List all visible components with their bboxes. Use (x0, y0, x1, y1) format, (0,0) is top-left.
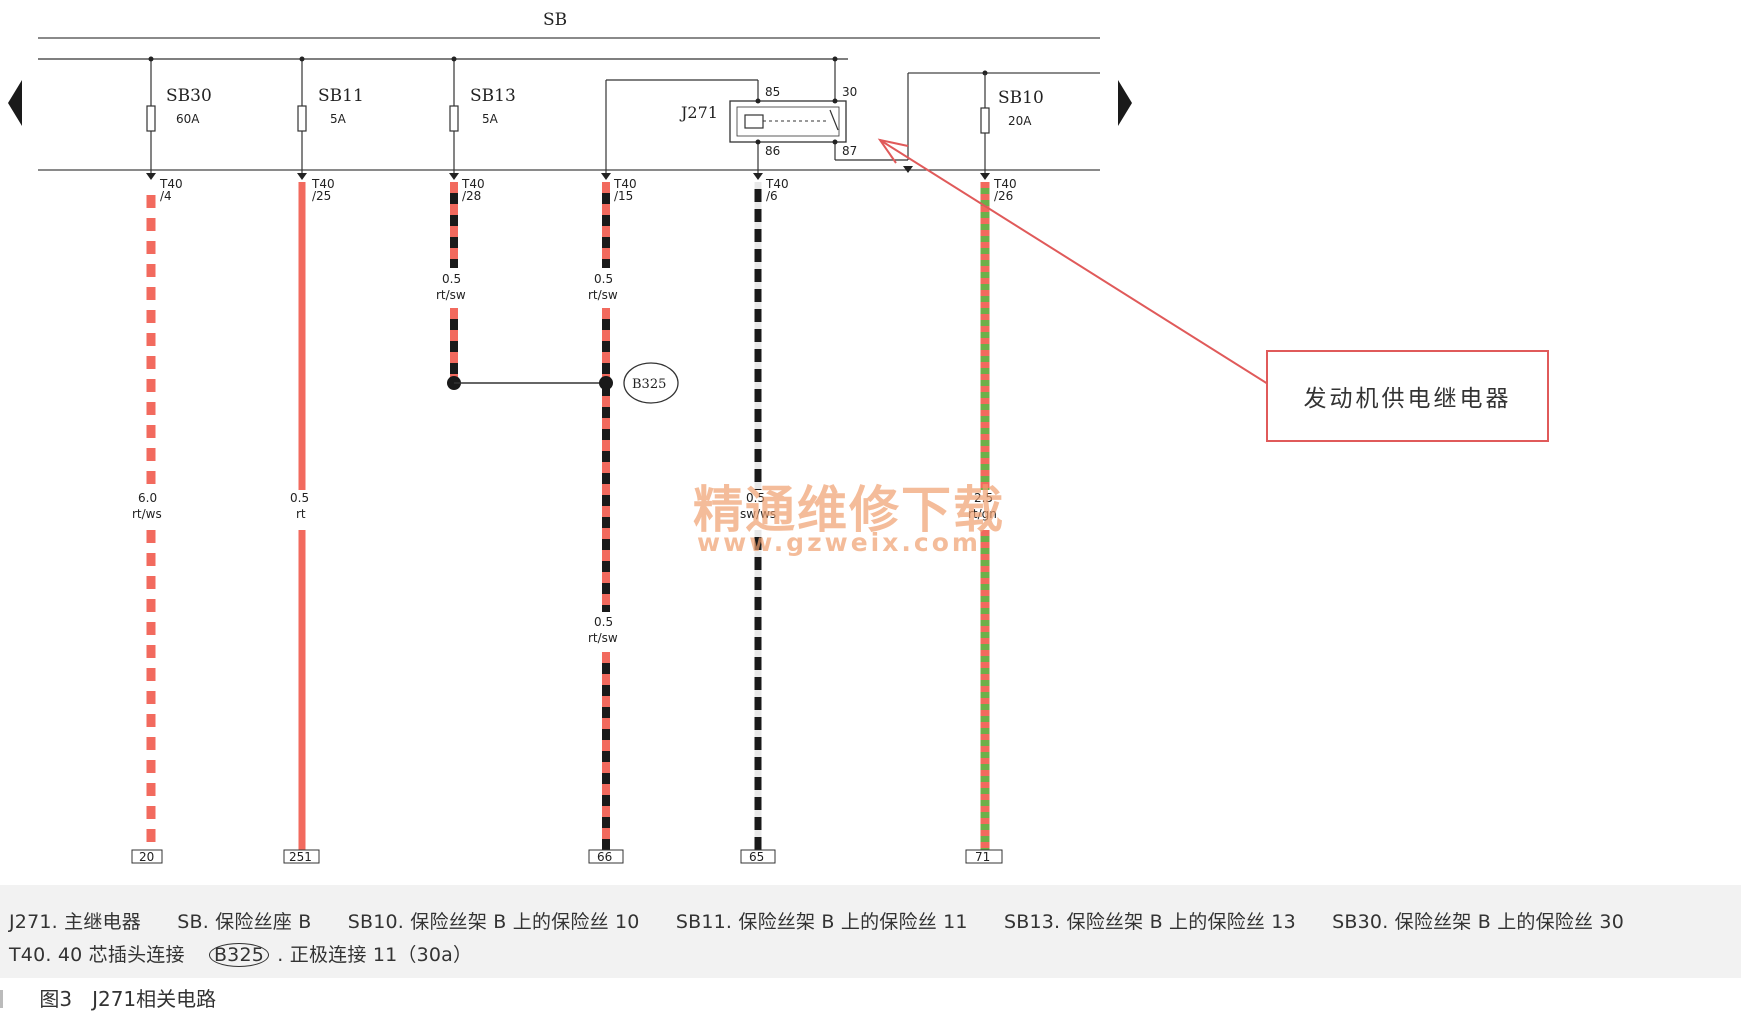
end-number: 20 (139, 850, 154, 864)
wire-sb13: 0.5 rt/sw (436, 182, 606, 390)
end-connector (588, 849, 624, 864)
fuse-sb13: SB13 5A T40 /28 (449, 56, 516, 203)
watermark-title: 精通维修下载 (693, 480, 1005, 539)
wire-code: rt/sw (436, 288, 466, 302)
pin-sub: /6 (766, 189, 778, 203)
pin-sub: /4 (160, 189, 172, 203)
fuse-rating: 20A (1008, 114, 1032, 128)
pin-label: T40 (159, 177, 183, 191)
legend-item: SB11. 保险丝架 B 上的保险丝 11 (675, 911, 968, 933)
fuse-sb11: SB11 5A T40 /25 (297, 56, 364, 203)
legend-splice: B325 (208, 943, 270, 967)
caption-text: 图3 J271相关电路 (39, 987, 217, 1011)
wire-gauge: 0.5 (746, 491, 765, 505)
bus-label: SB (543, 10, 567, 30)
watermark-url: www.gzweix.com (697, 528, 981, 557)
fuse-rating: 5A (482, 112, 499, 126)
wire-sb11: 0.5 rt 251 (283, 182, 320, 864)
splice-label: B325 (632, 377, 666, 392)
end-number: 65 (749, 850, 764, 864)
pin-sub: /26 (994, 189, 1013, 203)
wire-gauge: 2.5 (974, 491, 993, 505)
pin-label: T40 (461, 177, 485, 191)
pin-85: 85 (765, 85, 780, 99)
wire-gauge: 0.5 (442, 272, 461, 286)
end-connector (283, 849, 320, 864)
wire-code: rt/sw (588, 631, 618, 645)
end-connector (740, 849, 776, 864)
pin-label: T40 (311, 177, 335, 191)
fuse-sb30: SB30 60A T40 /4 (146, 56, 212, 203)
relay-name: J271 (679, 103, 718, 122)
legend-item: T40. 40 芯插头连接 (9, 944, 185, 966)
wiring-diagram: SB SB30 60A T40 /4 6.0 rt/ws 20 SB11 5A … (8, 10, 1269, 864)
caption-bar (0, 990, 3, 1008)
wire-gauge: 0.5 (290, 491, 309, 505)
end-number: 66 (597, 850, 612, 864)
fuse-name: SB11 (318, 86, 364, 106)
legend-item: J271. 主继电器 (9, 911, 141, 933)
legend-band (0, 885, 1741, 978)
wire-sb30: 6.0 rt/ws 20 (131, 195, 163, 864)
relay-j271: J271 85 86 30 87 (601, 56, 913, 180)
pin-30: 30 (842, 85, 857, 99)
legend-item: SB10. 保险丝架 B 上的保险丝 10 (347, 911, 640, 933)
legend-item: SB. 保险丝座 B (177, 911, 312, 933)
callout-box: 发动机供电继电器 (1266, 350, 1549, 442)
wire-sb10: 2.5 rt/gn 71 (965, 182, 1003, 864)
splice-b325 (623, 362, 679, 404)
wire-gauge: 0.5 (594, 615, 613, 629)
pin-label: T40 (993, 177, 1017, 191)
fuse-name: SB30 (166, 86, 212, 106)
pin-87: 87 (842, 144, 857, 158)
pin-sub: /25 (312, 189, 331, 203)
fuse-rating: 60A (176, 112, 200, 126)
end-number: 71 (975, 850, 990, 864)
legend-item: SB13. 保险丝架 B 上的保险丝 13 (1003, 911, 1296, 933)
pin-label: T40 (613, 177, 637, 191)
nav-right-arrow-icon[interactable] (1118, 80, 1132, 126)
pin-sub: /28 (462, 189, 481, 203)
fuse-name: SB10 (998, 88, 1044, 108)
legend-line-1: J271. 主继电器 SB. 保险丝座 B SB10. 保险丝架 B 上的保险丝… (9, 907, 1624, 934)
wire-relay-85: T40 /15 0.5 rt/sw 0.5 rt/sw B325 66 (588, 177, 679, 864)
pin-sub: /15 (614, 189, 633, 203)
end-connector (965, 849, 1003, 864)
pin-86: 86 (765, 144, 780, 158)
relay-coil (744, 114, 764, 129)
nav-left-arrow-icon[interactable] (8, 80, 22, 126)
wire-code: sw/ws (740, 507, 776, 521)
legend-item: SB30. 保险丝架 B 上的保险丝 30 (1332, 911, 1625, 933)
legend-line-2: T40. 40 芯插头连接 B325 . 正极连接 11（30a） (9, 940, 472, 967)
wire-code: rt/sw (588, 288, 618, 302)
wire-code: rt/ws (132, 507, 162, 521)
wire-code: rt/gn (968, 507, 997, 521)
wire-relay-86: T40 /6 0.5 sw/ws 65 (740, 177, 789, 864)
fuse-name: SB13 (470, 86, 516, 106)
fuse-sb10: SB10 20A T40 /26 (980, 70, 1044, 203)
wire-gauge: 0.5 (594, 272, 613, 286)
fuse-rating: 5A (330, 112, 347, 126)
pin-label: T40 (765, 177, 789, 191)
end-number: 251 (289, 850, 312, 864)
wire-gauge: 6.0 (138, 491, 157, 505)
splice-dot (599, 376, 613, 390)
wire-code: rt (296, 507, 306, 521)
legend-item: . 正极连接 11（30a） (277, 944, 473, 966)
figure-caption: 图3 J271相关电路 (0, 983, 216, 1012)
callout-arrow (877, 138, 1269, 385)
end-connector (131, 849, 163, 864)
